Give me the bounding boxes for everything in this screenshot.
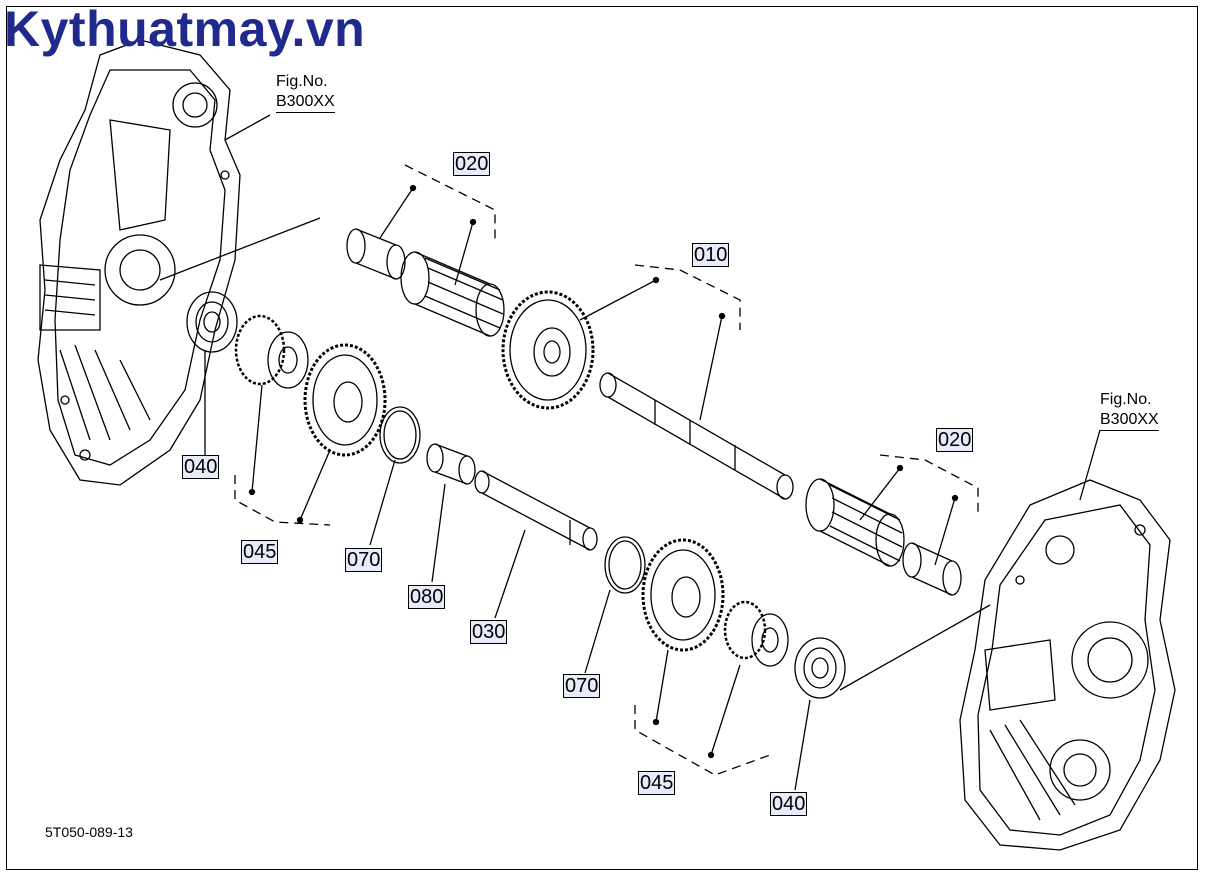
circlip-070-bottom xyxy=(604,536,646,594)
callout-070-left[interactable]: 070 xyxy=(345,548,383,572)
gear-010-large xyxy=(501,290,595,410)
callout-080[interactable]: 080 xyxy=(408,585,446,609)
leader-axis-left xyxy=(159,217,321,281)
shaft-030 xyxy=(474,470,598,551)
bush-020-top xyxy=(346,228,406,280)
left-transmission-case xyxy=(37,39,241,486)
drawing-frame xyxy=(6,6,1198,870)
bush-020-right xyxy=(902,542,962,596)
gear-045-bottom-small xyxy=(723,600,789,667)
callout-leaders xyxy=(204,184,959,791)
leader-axis-right xyxy=(839,604,991,691)
callout-070-bottom[interactable]: 070 xyxy=(563,674,601,698)
bearing-040-left xyxy=(186,291,238,353)
figure-ref-right: Fig.No. B300XX xyxy=(1100,390,1159,431)
right-transmission-case xyxy=(959,479,1176,851)
circlip-070-left xyxy=(379,406,421,464)
callout-040-left[interactable]: 040 xyxy=(182,455,220,479)
splined-sleeve-right xyxy=(805,478,905,567)
callout-020-right[interactable]: 020 xyxy=(936,428,974,452)
figure-ref-left: Fig.No. B300XX xyxy=(276,72,335,113)
gear-045-bottom-large xyxy=(641,538,725,652)
figure-ref-left-line1: Fig.No. xyxy=(276,73,328,90)
leader-fig-right xyxy=(1079,429,1101,501)
leader-fig-left xyxy=(224,114,271,141)
callout-045-bottom[interactable]: 045 xyxy=(638,771,676,795)
splined-sleeve-top xyxy=(400,251,505,337)
gear-045-left-large xyxy=(303,343,387,457)
callout-020-top[interactable]: 020 xyxy=(453,152,491,176)
bearing-040-bottom xyxy=(794,637,846,699)
figure-ref-left-line2: B300XX xyxy=(276,92,335,113)
callout-010[interactable]: 010 xyxy=(692,243,730,267)
main-shaft-010 xyxy=(599,372,794,500)
watermark-logo: Kythuatmay.vn xyxy=(4,1,366,57)
callout-030[interactable]: 030 xyxy=(470,620,508,644)
gear-045-left-small xyxy=(234,314,309,389)
callout-040-bottom[interactable]: 040 xyxy=(770,792,808,816)
document-id: 5T050-089-13 xyxy=(45,824,133,840)
group-brackets xyxy=(234,164,979,776)
callout-045-left[interactable]: 045 xyxy=(241,540,279,564)
figure-ref-right-line2: B300XX xyxy=(1100,410,1159,431)
figure-ref-right-line1: Fig.No. xyxy=(1100,391,1152,408)
bush-080 xyxy=(426,443,476,485)
